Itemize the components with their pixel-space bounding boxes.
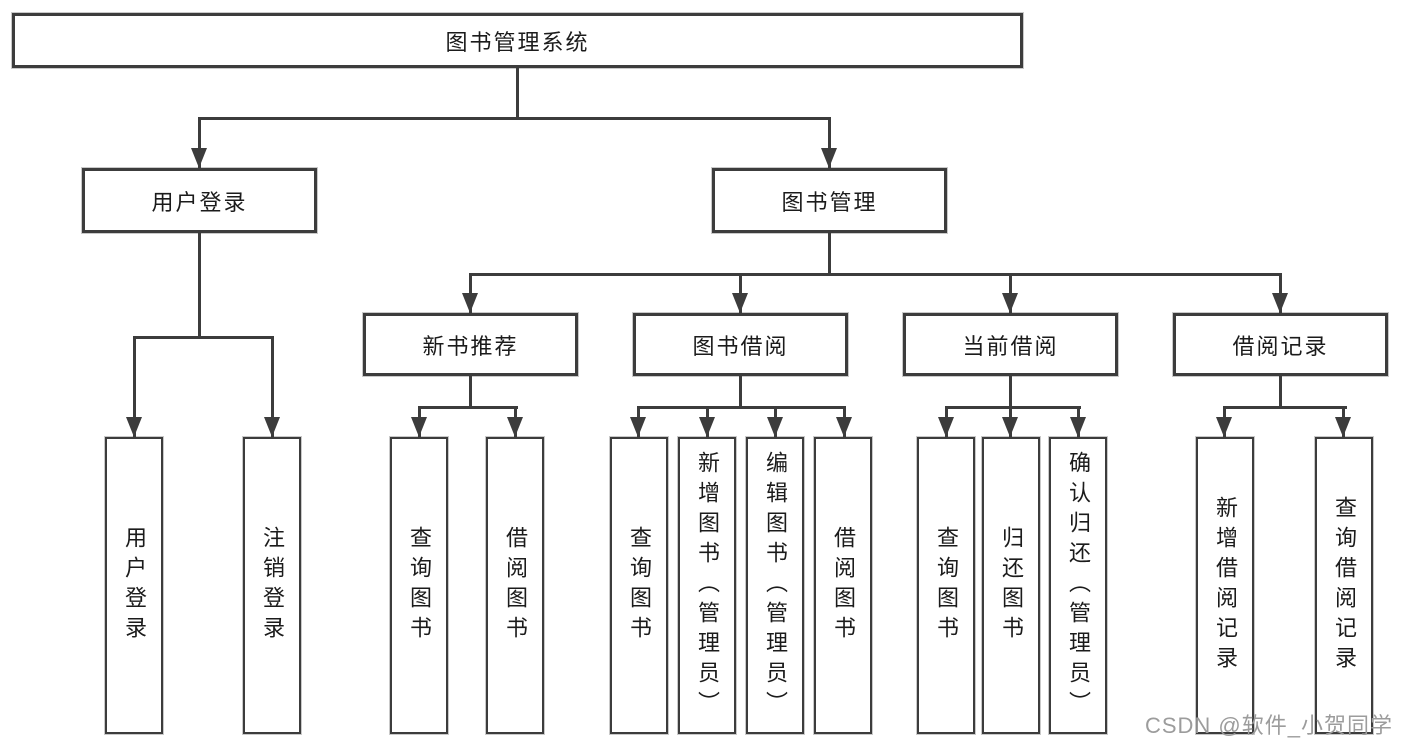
connector-line	[198, 233, 201, 339]
connector-line	[516, 68, 519, 119]
leaf-add-books-admin: 新增图书（管理员）	[678, 437, 736, 734]
arrow-down-icon	[821, 148, 837, 168]
leaf-logout: 注销登录	[243, 437, 301, 734]
leaf-query-books-recommend: 查询图书	[390, 437, 448, 734]
arrow-down-icon	[126, 417, 142, 437]
node-new-book-recommend: 新书推荐	[363, 313, 578, 376]
leaf-confirm-return-admin: 确认归还（管理员）	[1049, 437, 1107, 734]
leaf-edit-books-admin: 编辑图书（管理员）	[746, 437, 804, 734]
connector-line	[271, 336, 274, 437]
leaf-borrow-books-recommend: 借阅图书	[486, 437, 544, 734]
arrow-down-icon	[1272, 293, 1288, 313]
node-current-borrowing: 当前借阅	[903, 313, 1118, 376]
node-book-management: 图书管理	[712, 168, 947, 233]
watermark: CSDN @软件_小贺同学	[1144, 713, 1393, 738]
connector-line	[828, 233, 831, 276]
arrow-down-icon	[732, 293, 748, 313]
node-user-login: 用户登录	[82, 168, 317, 233]
arrow-down-icon	[411, 417, 427, 437]
connector-line	[133, 336, 136, 437]
leaf-query-books-borrowing: 查询图书	[610, 437, 668, 734]
connector-line	[469, 273, 1282, 276]
node-book-borrowing: 图书借阅	[633, 313, 848, 376]
arrow-down-icon	[767, 417, 783, 437]
leaf-return-books: 归还图书	[982, 437, 1040, 734]
connector-line	[469, 376, 472, 409]
connector-line	[1279, 376, 1282, 409]
arrow-down-icon	[462, 293, 478, 313]
arrow-down-icon	[938, 417, 954, 437]
arrow-down-icon	[1335, 417, 1351, 437]
arrow-down-icon	[836, 417, 852, 437]
arrow-down-icon	[507, 417, 523, 437]
connector-line	[739, 376, 742, 409]
connector-line	[198, 117, 201, 168]
connector-line	[1009, 376, 1012, 409]
connector-line	[198, 117, 831, 120]
leaf-borrow-books-borrowing: 借阅图书	[814, 437, 872, 734]
connector-line	[945, 406, 1081, 409]
leaf-query-books-current: 查询图书	[917, 437, 975, 734]
connector-line	[1223, 406, 1347, 409]
connector-line	[133, 336, 274, 339]
leaf-query-borrow-record: 查询借阅记录	[1315, 437, 1373, 734]
arrow-down-icon	[630, 417, 646, 437]
arrow-down-icon	[1002, 293, 1018, 313]
arrow-down-icon	[1002, 417, 1018, 437]
arrow-down-icon	[1216, 417, 1232, 437]
arrow-down-icon	[264, 417, 280, 437]
connector-line	[828, 117, 831, 168]
leaf-user-login: 用户登录	[105, 437, 163, 734]
node-system-root: 图书管理系统	[12, 13, 1023, 68]
node-borrowing-records: 借阅记录	[1173, 313, 1388, 376]
arrow-down-icon	[191, 148, 207, 168]
connector-line	[637, 406, 846, 409]
arrow-down-icon	[1070, 417, 1086, 437]
connector-line	[418, 406, 518, 409]
leaf-add-borrow-record: 新增借阅记录	[1196, 437, 1254, 734]
arrow-down-icon	[699, 417, 715, 437]
